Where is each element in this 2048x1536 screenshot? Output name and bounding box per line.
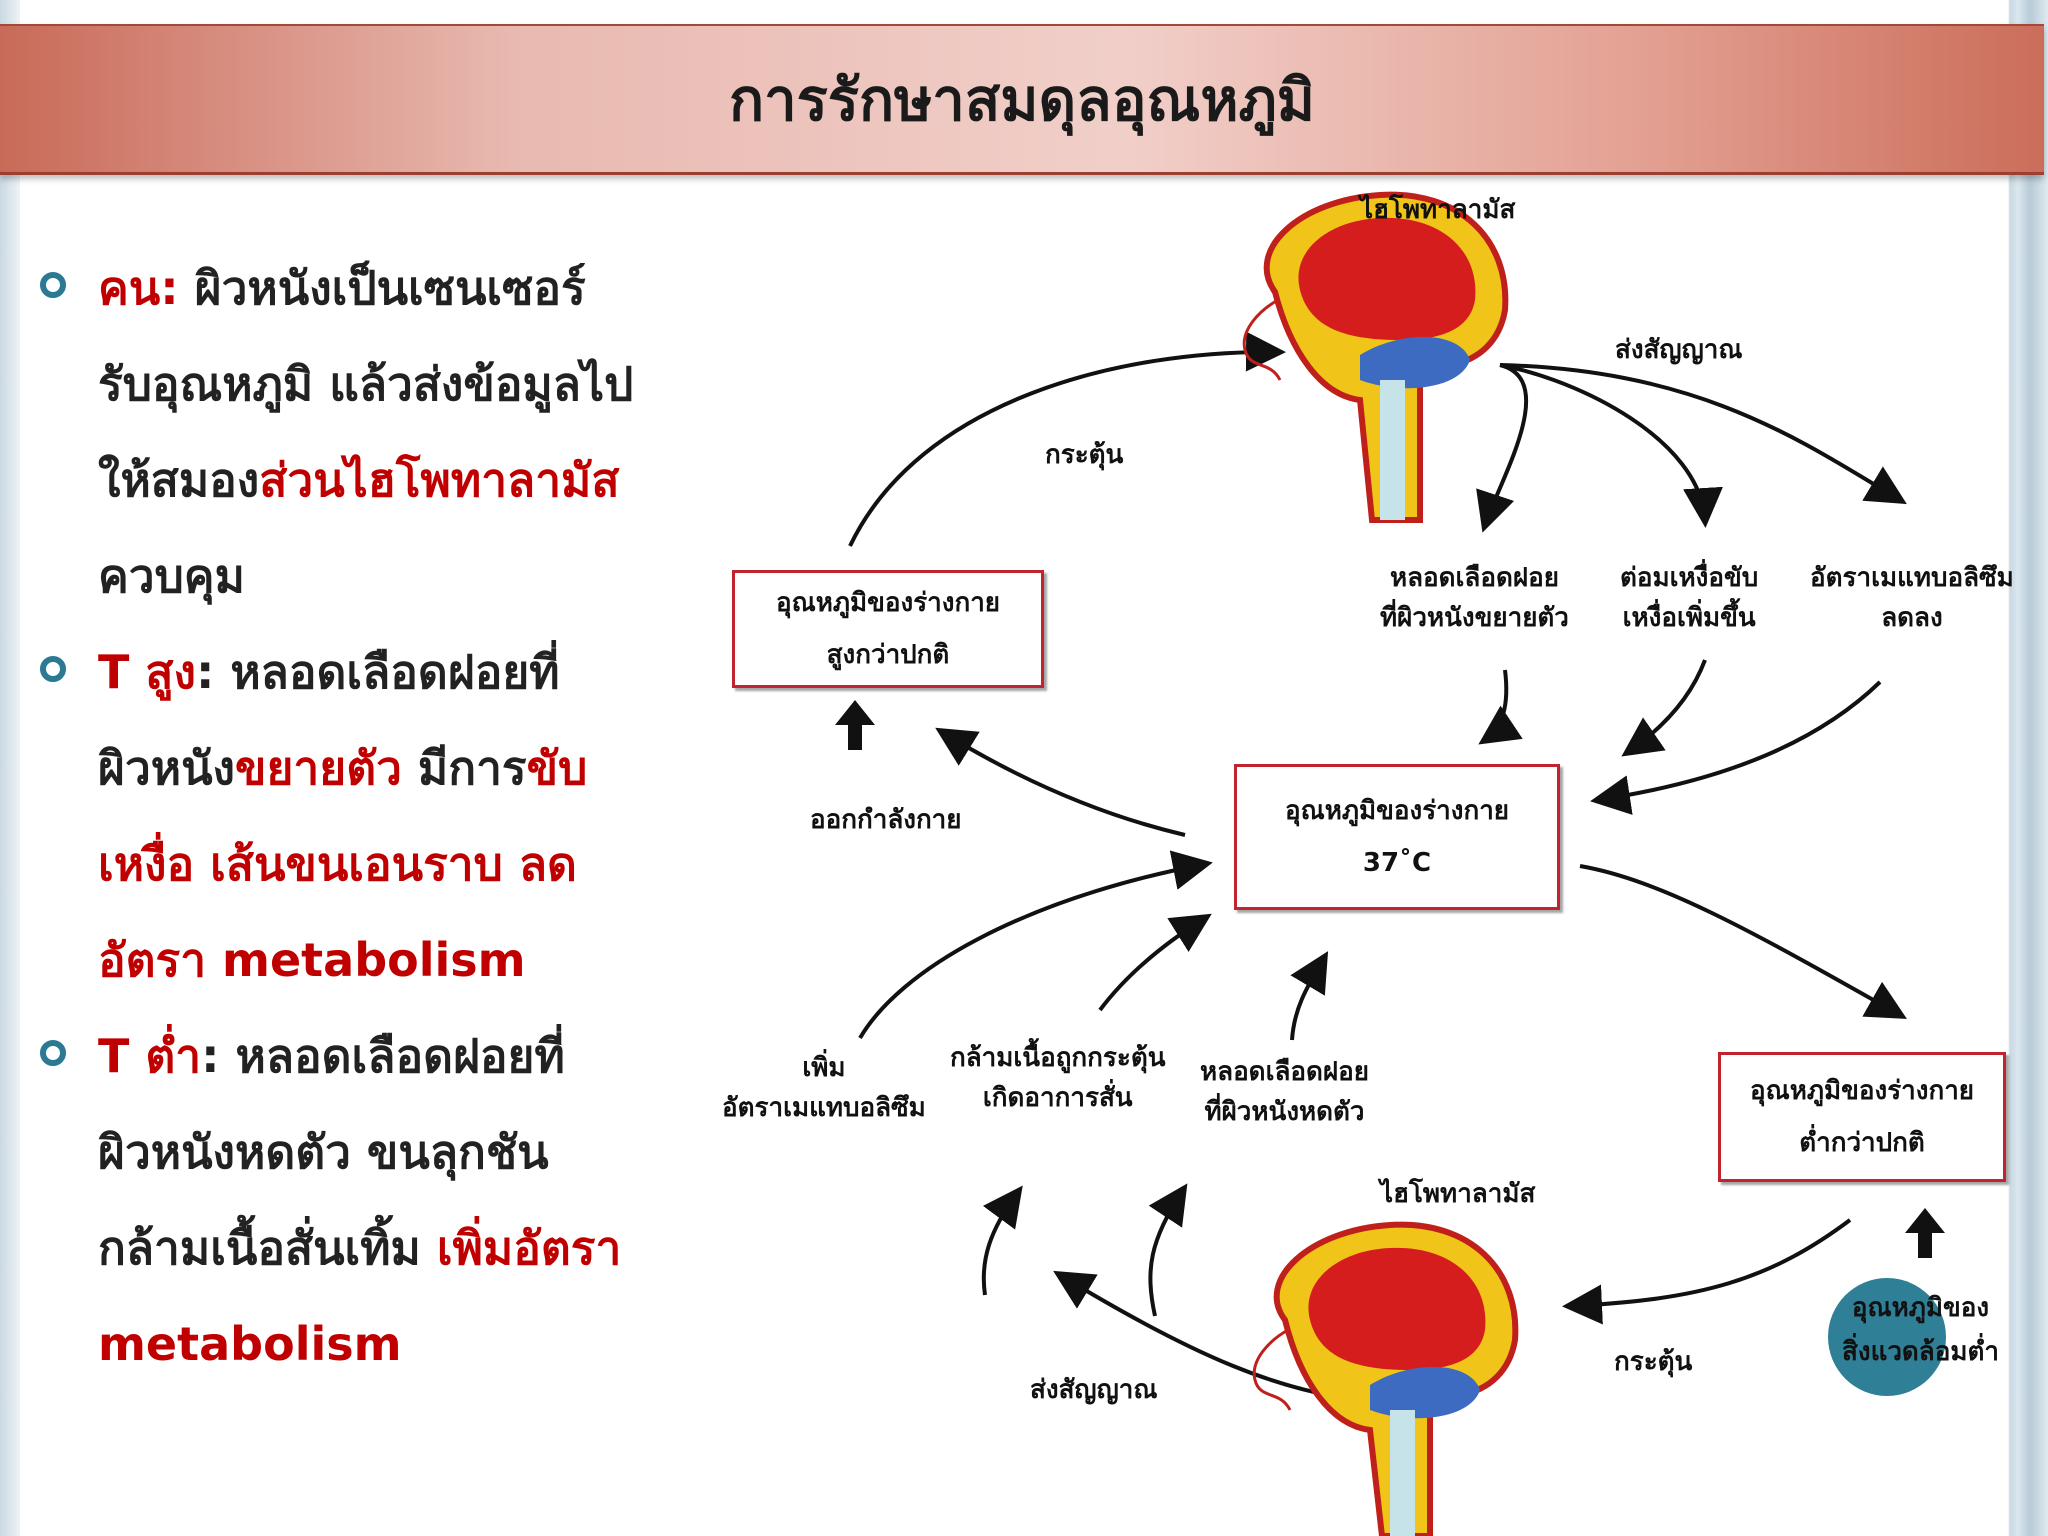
box-line: ต่ำกว่าปกติ [1799, 1128, 1925, 1158]
box-line: อุณหภูมิของร่างกาย [1284, 796, 1510, 826]
stimulate-top-label: กระตุ้น [1045, 440, 1124, 470]
right-frame-border [1958, 0, 2048, 1536]
bullet-highlight: เหงื่อ เส้นขนเอนราบ ลด [98, 837, 577, 891]
box-line: สูงกว่าปกติ [826, 640, 950, 670]
brain-bottom-icon [1252, 1221, 1519, 1536]
bullet-text: มีการ [401, 741, 527, 795]
bullet-label: T สูง [98, 645, 196, 699]
response-line: เหงื่อเพิ่มขึ้น [1622, 603, 1756, 633]
bullet-high-temp: T สูง: หลอดเลือดฝอยที่ ผิวหนังขยายตัว มี… [40, 624, 700, 1008]
box-line: อุณหภูมิของร่างกาย [775, 588, 1001, 618]
response-shiver: กล้ามเนื้อถูกกระตุ้น เกิดอาการสั่น [950, 1038, 1166, 1118]
bullet-text: กล้ามเนื้อสั่นเทิ้ม [98, 1221, 437, 1275]
title-bar: การรักษาสมดุลอุณหภูมิ [0, 24, 2044, 175]
bullet-ring-icon [40, 272, 66, 298]
bullet-highlight: อัตรา metabolism [98, 933, 526, 987]
bullet-text: ผิวหนังหดตัว ขนลุกชัน [98, 1125, 549, 1179]
response-line: อัตราเมแทบอลิซึม [722, 1093, 926, 1123]
response-line: ที่ผิวหนังขยายตัว [1380, 603, 1569, 633]
response-line: ที่ผิวหนังหดตัว [1204, 1097, 1365, 1127]
bullet-ring-icon [40, 1040, 66, 1066]
bullet-highlight: ส่วนไฮโพทาลามัส [259, 453, 620, 507]
box-temp-normal: อุณหภูมิของร่างกาย 37˚C [1234, 764, 1560, 910]
bullet-highlight: ขับ [526, 741, 588, 795]
brain-top-icon [1242, 191, 1509, 523]
send-signal-bottom-label: ส่งสัญญาณ [1030, 1375, 1158, 1405]
exercise-label: ออกกำลังกาย [810, 805, 962, 835]
response-line: ลดลง [1881, 603, 1943, 633]
bullet-text: ผิวหนัง [98, 741, 236, 795]
box-temp-high: อุณหภูมิของร่างกาย สูงกว่าปกติ [732, 570, 1044, 688]
bullet-text: : หลอดเลือดฝอยที่ [195, 645, 560, 699]
env-circle-badge [1828, 1278, 1946, 1396]
bullet-ring-icon [40, 656, 66, 682]
response-line: ต่อมเหงื่อขับ [1620, 563, 1759, 593]
bullet-label: คน: [98, 261, 179, 315]
thermoregulation-diagram: ไฮโพทาลามัส ส่งสัญญาณ กระตุ้น อุณหภูมิขอ… [700, 180, 2030, 1536]
bullet-low-temp: T ต่ำ: หลอดเลือดฝอยที่ ผิวหนังหดตัว ขนลุ… [40, 1008, 700, 1392]
env-line: อุณหภูมิของ [1851, 1293, 1990, 1323]
response-line: หลอดเลือดฝอย [1389, 563, 1559, 593]
slide-title: การรักษาสมดุลอุณหภูมิ [728, 65, 1316, 134]
bullet-human: คน: ผิวหนังเป็นเซนเซอร์ รับอุณหภูมิ แล้ว… [40, 240, 700, 624]
env-line: สิ่งแวดล้อมต่ำ [1842, 1337, 1999, 1367]
stimulate-bottom-label: กระตุ้น [1614, 1347, 1693, 1377]
response-line: หลอดเลือดฝอย [1200, 1057, 1369, 1087]
bullet-list: คน: ผิวหนังเป็นเซนเซอร์ รับอุณหภูมิ แล้ว… [40, 240, 700, 1392]
bullet-text: ควบคุม [98, 549, 245, 603]
bullet-label: T ต่ำ [98, 1029, 202, 1083]
response-dilate: หลอดเลือดฝอย ที่ผิวหนังขยายตัว [1380, 558, 1569, 638]
response-constrict: หลอดเลือดฝอย ที่ผิวหนังหดตัว [1200, 1052, 1369, 1132]
hypothalamus-top-label: ไฮโพทาลามัส [1360, 195, 1516, 225]
response-metabolism-up: เพิ่ม อัตราเมแทบอลิซึม [722, 1048, 926, 1128]
box-line: 37˚C [1362, 848, 1432, 878]
send-signal-top-label: ส่งสัญญาณ [1615, 335, 1743, 365]
hypothalamus-bottom-label: ไฮโพทาลามัส [1380, 1179, 1536, 1209]
env-low-label: อุณหภูมิของ สิ่งแวดล้อมต่ำ [1842, 1286, 1999, 1374]
response-line: อัตราเมแทบอลิซึม [1810, 563, 2014, 593]
exercise-arrow-icon [835, 700, 875, 750]
response-line: กล้ามเนื้อถูกกระตุ้น [950, 1043, 1166, 1073]
bullet-highlight: เพิ่มอัตรา [436, 1221, 622, 1275]
box-line: อุณหภูมิของร่างกาย [1749, 1076, 1975, 1106]
bullet-text: ผิวหนังเป็นเซนเซอร์ [194, 261, 586, 315]
response-line: เพิ่ม [802, 1053, 846, 1083]
bullet-text: ให้สมอง [98, 453, 260, 507]
left-frame-border [0, 0, 20, 1536]
bullet-highlight: ขยายตัว [235, 741, 402, 795]
bullet-text: รับอุณหภูมิ แล้วส่งข้อมูลไป [98, 357, 634, 411]
bullet-text: : หลอดเลือดฝอยที่ [201, 1029, 565, 1083]
diagram-arrows [835, 191, 1945, 1536]
response-line: เกิดอาการสั่น [982, 1083, 1133, 1113]
response-sweat: ต่อมเหงื่อขับ เหงื่อเพิ่มขึ้น [1620, 558, 1758, 638]
box-temp-low: อุณหภูมิของร่างกาย ต่ำกว่าปกติ [1718, 1052, 2006, 1182]
arrow-stimulate-top [848, 331, 1286, 547]
bullet-highlight: metabolism [98, 1317, 402, 1371]
response-metabolism-down: อัตราเมแทบอลิซึม ลดลง [1810, 558, 2014, 638]
env-arrow-icon [1905, 1208, 1945, 1258]
